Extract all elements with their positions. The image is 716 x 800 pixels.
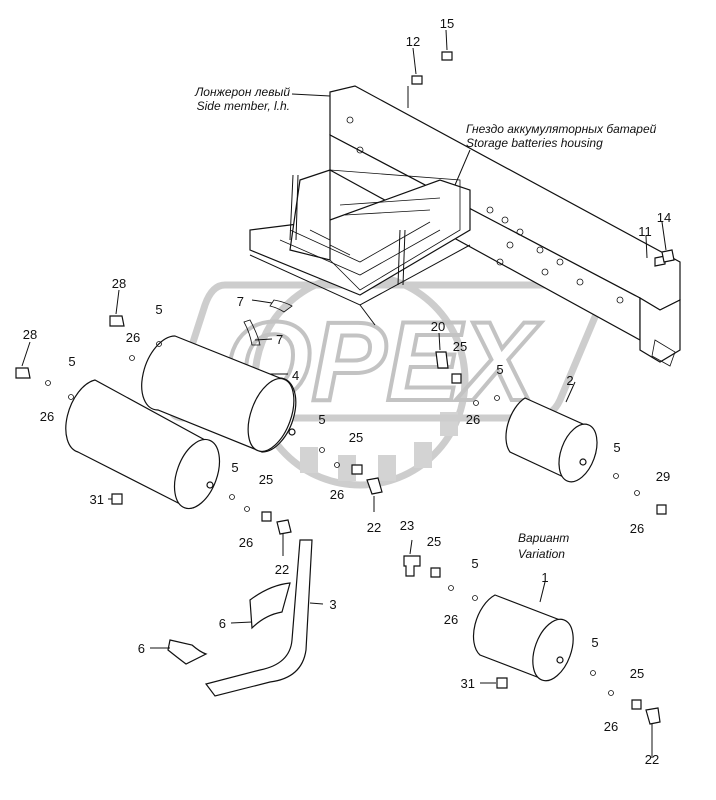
callout-5-d: 5	[318, 412, 325, 427]
callout-2: 2	[566, 373, 573, 388]
callout-29: 29	[656, 469, 670, 484]
callout-26-h: 26	[604, 719, 618, 734]
callout-5-f: 5	[613, 440, 620, 455]
leader-lines	[21, 29, 667, 758]
callout-25-c: 25	[259, 472, 273, 487]
callout-26-c: 26	[466, 412, 480, 427]
callout-7-upper: 7	[237, 294, 244, 309]
callout-5-e: 5	[231, 460, 238, 475]
callout-15: 15	[440, 16, 454, 31]
air-tank-1	[472, 594, 574, 682]
pad-6-lower	[167, 639, 208, 665]
callout-26-a: 26	[126, 330, 140, 345]
callout-11: 11	[638, 224, 652, 239]
caption-battery-ru: Гнездо аккумуляторных батарей	[466, 122, 657, 136]
caption-side-member-ru: Лонжерон левый	[194, 85, 290, 99]
callout-5-b: 5	[68, 354, 75, 369]
callout-26-e: 26	[239, 535, 253, 550]
callout-14: 14	[657, 210, 671, 225]
callouts: 15 12 14 11 28 28 7 7 5 26 5 26 4 20 25 …	[23, 16, 671, 767]
callout-28-upper: 28	[112, 276, 126, 291]
callout-31-b: 31	[461, 676, 475, 691]
callout-1: 1	[541, 570, 548, 585]
callout-12: 12	[406, 34, 420, 49]
callout-7-lower: 7	[276, 332, 283, 347]
callout-5-g: 5	[471, 556, 478, 571]
callout-5-h: 5	[591, 635, 598, 650]
side-member-drawing	[329, 85, 681, 367]
caption-battery-en: Storage batteries housing	[466, 136, 603, 150]
callout-25-e: 25	[630, 666, 644, 681]
callout-28-lower: 28	[23, 327, 37, 342]
pad-6-upper	[249, 582, 291, 630]
callout-5-c: 5	[496, 362, 503, 377]
pad-7	[243, 299, 293, 346]
caption-side-member-en: Side member, l.h.	[197, 99, 290, 113]
callout-25-d: 25	[427, 534, 441, 549]
callout-5-a: 5	[155, 302, 162, 317]
air-tank-4	[141, 335, 297, 453]
callout-3: 3	[329, 597, 336, 612]
callout-26-d: 26	[330, 487, 344, 502]
caption-variant-en: Variation	[518, 547, 565, 561]
callout-25-a: 25	[453, 339, 467, 354]
callout-20: 20	[431, 319, 445, 334]
callout-31-a: 31	[90, 492, 104, 507]
air-tank-2	[505, 397, 598, 483]
air-tank-31	[65, 379, 221, 510]
callout-6-upper: 6	[219, 616, 226, 631]
callout-22-b: 22	[275, 562, 289, 577]
callout-22-a: 22	[367, 520, 381, 535]
callout-22-c: 22	[645, 752, 659, 767]
hardware	[15, 51, 675, 725]
callout-26-f: 26	[630, 521, 644, 536]
callout-25-b: 25	[349, 430, 363, 445]
caption-variant-ru: Вариант	[518, 531, 569, 545]
callout-26-g: 26	[444, 612, 458, 627]
callout-23: 23	[400, 518, 414, 533]
callout-4: 4	[292, 368, 299, 383]
callout-26-b: 26	[40, 409, 54, 424]
strap-3	[204, 539, 313, 697]
callout-6-lower: 6	[138, 641, 145, 656]
